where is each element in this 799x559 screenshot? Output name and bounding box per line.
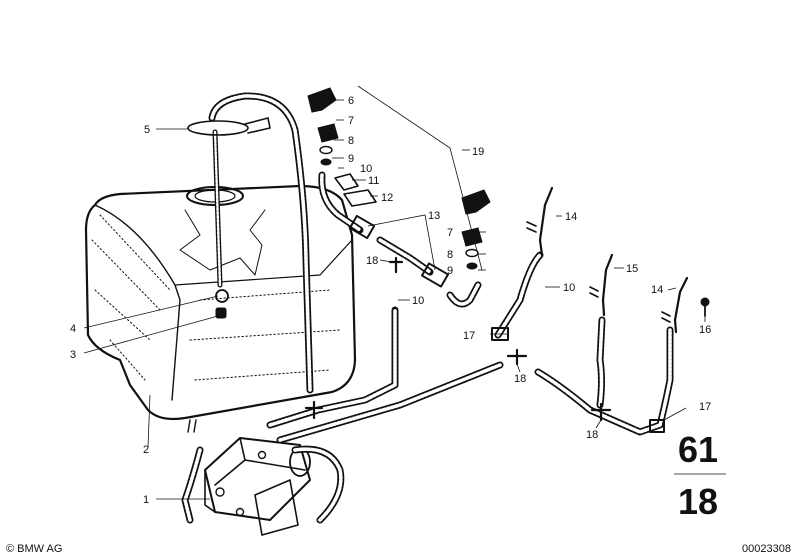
callout-5: 5 bbox=[144, 124, 150, 136]
callout-10: 10 bbox=[563, 282, 575, 294]
callout-14: 14 bbox=[565, 211, 577, 223]
callout-10: 10 bbox=[360, 163, 372, 175]
callout-15: 15 bbox=[626, 263, 638, 275]
callout-8: 8 bbox=[348, 135, 354, 147]
callout-17: 17 bbox=[463, 330, 475, 342]
callout-7: 7 bbox=[447, 227, 453, 239]
callout-labels: 1 2 3 4 5 6 7 8 9 10 11 12 13 18 10 19 7… bbox=[70, 95, 711, 506]
callout-18: 18 bbox=[514, 373, 526, 385]
hoses bbox=[181, 92, 674, 524]
callout-19: 19 bbox=[472, 146, 484, 158]
callout-18: 18 bbox=[366, 255, 378, 267]
group-main-number: 61 bbox=[678, 429, 718, 470]
callout-7: 7 bbox=[348, 115, 354, 127]
copyright-brand: © BMW AG bbox=[6, 543, 63, 555]
callout-3: 3 bbox=[70, 349, 76, 361]
callout-4: 4 bbox=[70, 323, 76, 335]
callout-18: 18 bbox=[586, 429, 598, 441]
washer-pump bbox=[204, 437, 311, 536]
document-number: 00023308 bbox=[742, 543, 791, 555]
callout-11: 11 bbox=[368, 175, 379, 187]
small-parts bbox=[187, 87, 710, 433]
callout-6: 6 bbox=[348, 95, 354, 107]
callout-13: 13 bbox=[428, 210, 440, 222]
callout-9: 9 bbox=[348, 153, 354, 165]
leader-lines bbox=[83, 85, 706, 500]
callout-16: 16 bbox=[699, 324, 711, 336]
group-sub-number: 18 bbox=[678, 481, 718, 522]
callout-14: 14 bbox=[651, 284, 663, 296]
group-number: 61 18 bbox=[674, 429, 726, 522]
callout-12: 12 bbox=[381, 192, 393, 204]
callout-9: 9 bbox=[447, 265, 453, 277]
callout-10: 10 bbox=[412, 295, 424, 307]
callout-8: 8 bbox=[447, 249, 453, 261]
callout-17: 17 bbox=[699, 401, 711, 413]
callout-2: 2 bbox=[143, 444, 149, 456]
callout-1: 1 bbox=[143, 494, 149, 506]
